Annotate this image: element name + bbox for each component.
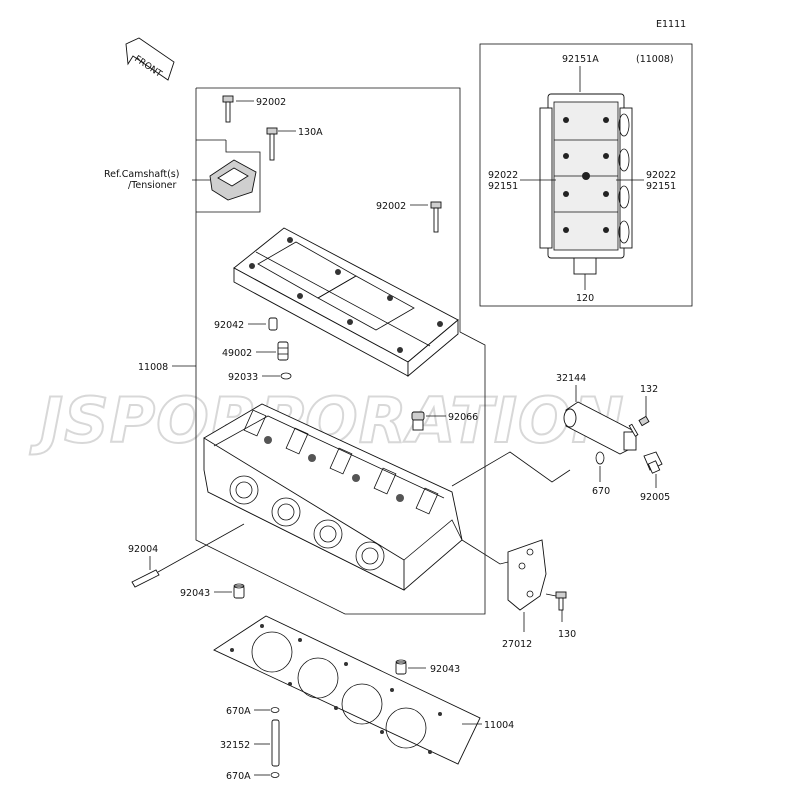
label-92066: 92066 (448, 412, 478, 423)
label-92043-left: 92043 (180, 588, 210, 599)
head-gasket-11004 (213, 615, 481, 765)
front-arrow-icon (125, 37, 175, 81)
cap-92066 (411, 411, 425, 431)
bolt-130A (266, 127, 278, 161)
label-11004: 11004 (484, 720, 514, 731)
camshaft-ladder (233, 227, 459, 377)
bolt-132 (628, 415, 650, 437)
dowel-92043-left (233, 583, 245, 599)
inset-left-label-a: 92022 (488, 170, 518, 181)
label-27012: 27012 (502, 639, 532, 650)
label-32152: 32152 (220, 740, 250, 751)
inset-ref-group: (11008) (636, 54, 674, 65)
label-32144: 32144 (556, 373, 586, 384)
label-92005: 92005 (640, 492, 670, 503)
dowel-92042 (268, 317, 278, 331)
ring-92033 (280, 372, 292, 380)
label-130: 130 (558, 629, 576, 640)
oring-670A-bottom (270, 772, 280, 778)
label-92033: 92033 (228, 372, 258, 383)
fitting-32144 (563, 401, 637, 455)
label-49002: 49002 (222, 348, 252, 359)
oring-670 (595, 451, 605, 465)
ref-bracket (196, 140, 261, 213)
inset-bottom-label: 120 (576, 293, 594, 304)
label-92002-right: 92002 (376, 201, 406, 212)
ref-note-line2: /Tensioner (128, 180, 177, 191)
fitting-leader (451, 451, 571, 487)
ref-note-line1: Ref.Camshaft(s) (104, 169, 179, 180)
inset-right-label-a: 92022 (646, 170, 676, 181)
oring-670A-top (270, 707, 280, 713)
bolt-92002-top (222, 95, 234, 123)
cylinder-head (203, 403, 463, 591)
bracket-27012 (507, 539, 547, 611)
front-arrow: FRONT (125, 37, 175, 81)
label-92002-top: 92002 (256, 97, 286, 108)
group-outline (195, 87, 486, 615)
diagram-id: E1111 (656, 19, 686, 30)
inset-ref-label: 92151A (562, 54, 599, 65)
label-130A: 130A (298, 127, 323, 138)
label-11008: 11008 (138, 362, 168, 373)
label-670A-bottom: 670A (226, 771, 251, 782)
inset-head-top-view (539, 93, 633, 275)
stud-92004 (131, 569, 160, 588)
label-92004: 92004 (128, 544, 158, 555)
bolt-92002-right (430, 201, 442, 233)
dowel-92043-right (395, 659, 407, 675)
pipe-32152 (271, 719, 280, 767)
label-92042: 92042 (214, 320, 244, 331)
tensioner-bracket (209, 159, 257, 201)
label-670A-top: 670A (226, 706, 251, 717)
label-132: 132 (640, 384, 658, 395)
inset-left-label-b: 92151 (488, 181, 518, 192)
fitting-92005 (643, 451, 663, 474)
bolt-130 (555, 591, 567, 611)
label-92043-right: 92043 (430, 664, 460, 675)
inset-frame (479, 43, 693, 307)
label-670: 670 (592, 486, 610, 497)
inset-right-label-b: 92151 (646, 181, 676, 192)
tappet-49002 (277, 341, 289, 361)
